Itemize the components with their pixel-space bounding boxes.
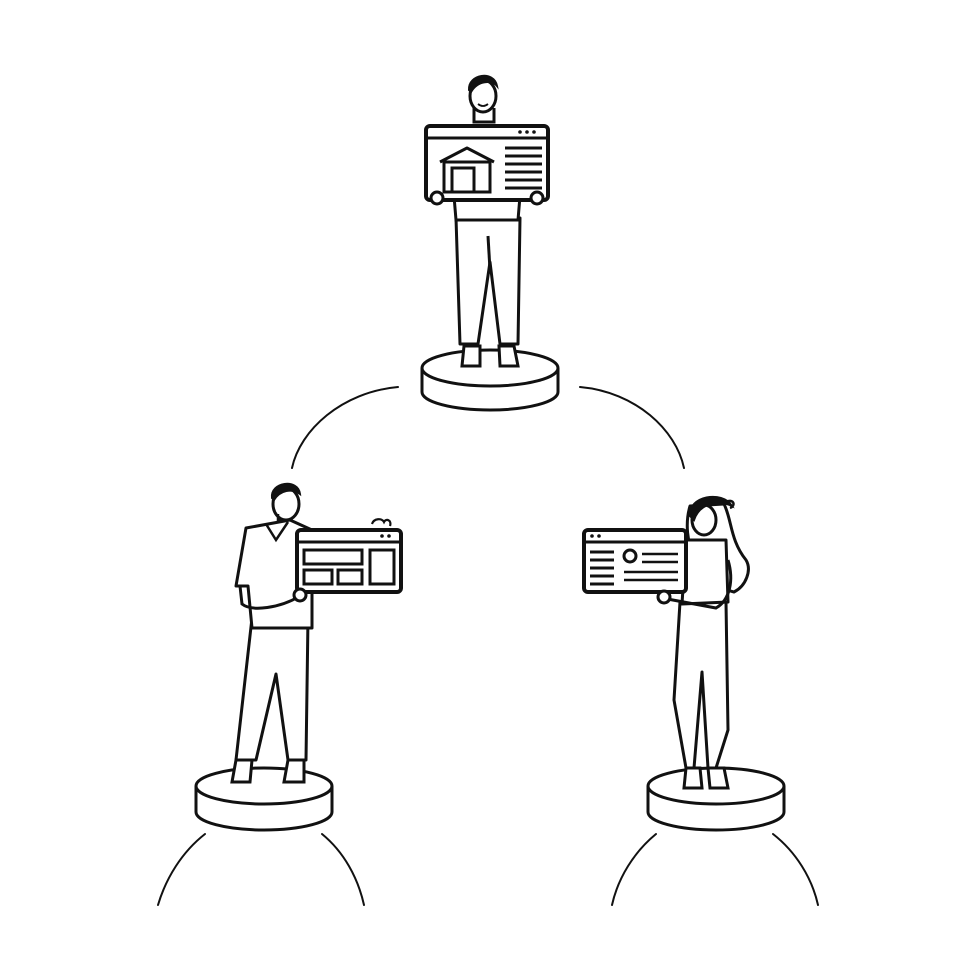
- right-browser-window: [582, 528, 688, 594]
- left-figure-left-shoe: [230, 758, 254, 784]
- connector-top-right: [579, 386, 685, 469]
- top-figure-left-hand: [429, 190, 445, 206]
- right-figure-arm: [661, 559, 733, 610]
- connector-top-left: [291, 386, 399, 469]
- left-browser-banner-block: [302, 548, 364, 566]
- left-browser-sidebar-block: [368, 548, 396, 586]
- house-icon: [439, 146, 495, 194]
- top-browser-window: [424, 124, 550, 202]
- top-figure-right-hand: [529, 190, 545, 206]
- right-figure-right-shoe: [706, 766, 730, 790]
- left-browser-window: [295, 528, 403, 594]
- left-figure-head: [270, 483, 302, 522]
- connector-right-down-outer: [772, 833, 819, 906]
- left-browser-card-block-2: [336, 568, 364, 586]
- left-figure: [194, 483, 403, 832]
- right-figure-hair-clip: [725, 499, 735, 510]
- top-figure-head: [467, 75, 499, 114]
- left-pedestal: [194, 766, 334, 832]
- top-figure-legs: [454, 216, 522, 346]
- left-figure-arm: [238, 585, 301, 610]
- right-browser-text-lines: [624, 552, 678, 582]
- top-figure-right-shoe: [497, 344, 520, 368]
- top-pedestal: [420, 348, 560, 412]
- connector-lines: [157, 386, 819, 906]
- top-figure: [420, 75, 560, 412]
- left-figure-hand: [292, 587, 308, 603]
- right-browser-side-list: [590, 550, 614, 586]
- connector-left-down-inner: [321, 833, 365, 906]
- right-figure: [582, 496, 786, 832]
- left-figure-sparkle-icon: [370, 518, 392, 527]
- left-browser-card-block: [302, 568, 334, 586]
- right-figure-head: [688, 496, 735, 537]
- right-browser-avatar-icon: [622, 548, 638, 564]
- top-figure-leg-crease: [486, 235, 492, 271]
- connector-left-down-outer: [157, 833, 206, 906]
- connector-right-down-inner: [611, 833, 657, 906]
- right-figure-legs: [672, 600, 730, 770]
- top-figure-hair: [467, 75, 499, 94]
- left-figure-hair: [270, 483, 302, 502]
- right-figure-left-shoe: [682, 766, 704, 790]
- top-figure-left-shoe: [460, 344, 482, 368]
- right-figure-hand: [656, 589, 672, 605]
- left-figure-collar: [264, 521, 290, 543]
- top-browser-side-list: [505, 146, 542, 190]
- left-figure-right-shoe: [282, 758, 306, 784]
- right-figure-top: [680, 538, 730, 606]
